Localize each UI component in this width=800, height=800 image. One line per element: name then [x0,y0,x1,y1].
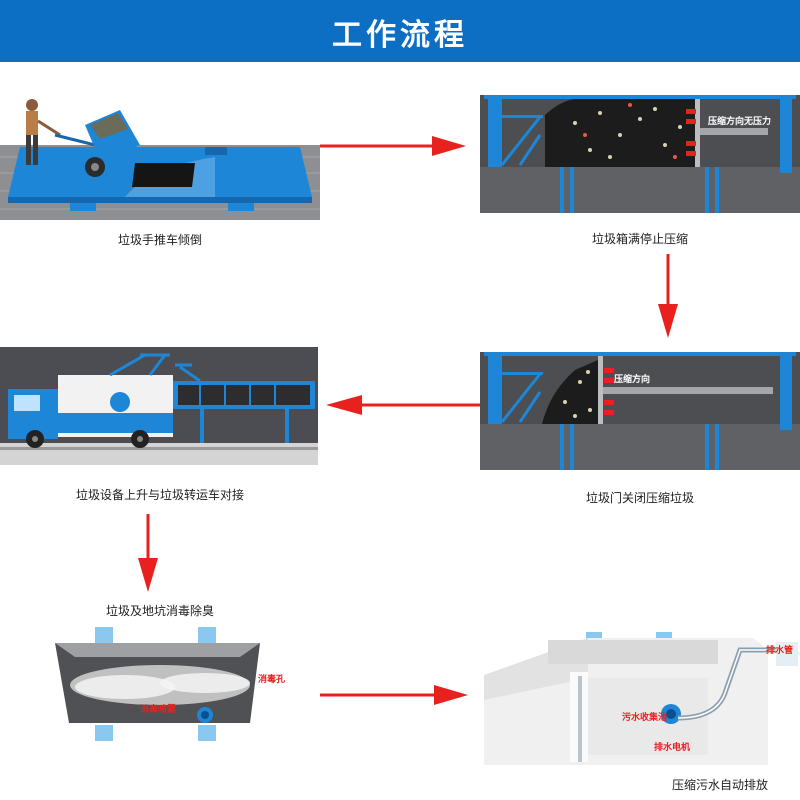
header-bar: 工作流程 [0,0,800,62]
arrow-step1-to-step2 [318,134,468,158]
step6-caption: 压缩污水自动排放 [671,778,768,792]
header-scallop-edge [0,52,800,60]
step2-caption: 垃圾箱满停止压缩 [591,232,688,246]
step1-caption: 垃圾手推车倾倒 [117,233,202,247]
step6-drain-motor-label: 排水电机 [654,743,691,753]
step5-illustration [55,625,285,745]
step6-sewage-pool-label: 污水收集池 [622,713,668,723]
step2-illustration [480,95,800,213]
step2-pressure-label: 压缩方向无压力 [708,117,772,127]
step5-caption: 垃圾及地坑消毒除臭 [105,604,214,618]
step5-disinfect-hole-label: 消毒孔 [258,675,286,685]
step3-caption: 垃圾门关闭压缩垃圾 [585,491,694,505]
step5-disinfect-spray-label: 消毒喷雾 [140,705,177,715]
page-title: 工作流程 [332,18,468,53]
arrow-step3-to-step4 [322,393,482,417]
step6-illustration [478,630,800,765]
step4-caption: 垃圾设备上升与垃圾转运车对接 [75,488,244,502]
step1-illustration [0,95,320,220]
step6-drain-pipe-label: 排水管 [766,646,794,656]
step3-direction-label: 压缩方向 [614,375,651,385]
step4-illustration [0,347,318,465]
step3-illustration [480,352,800,470]
arrow-step5-to-step6 [318,683,470,707]
arrow-step4-to-step5 [136,512,160,594]
arrow-step2-to-step3 [656,252,680,340]
